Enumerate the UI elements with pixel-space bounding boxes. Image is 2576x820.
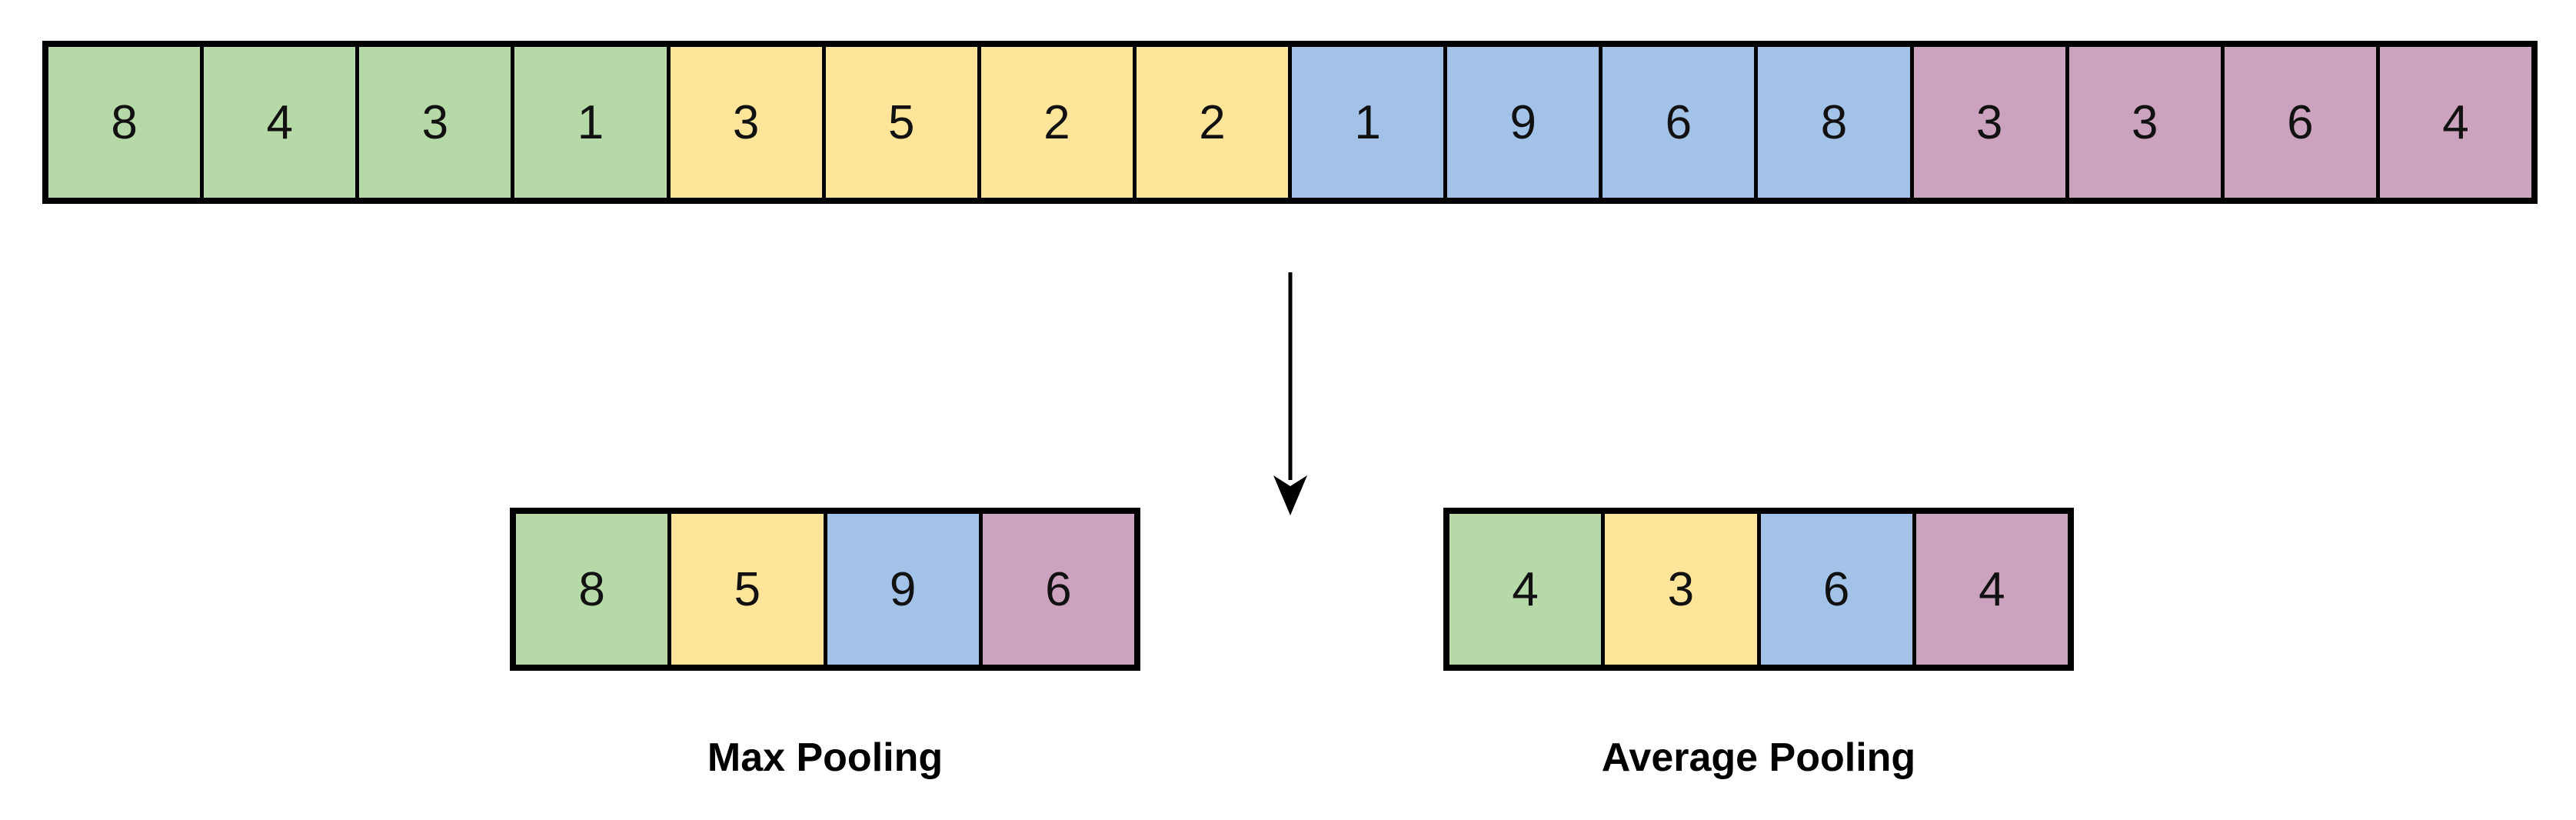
input-cell: 3 — [355, 47, 511, 198]
max-pooling-row: 8 5 9 6 — [510, 508, 1140, 671]
average-pooling-label: Average Pooling — [1601, 735, 1916, 780]
input-cell: 6 — [2220, 47, 2376, 198]
input-cell: 4 — [200, 47, 356, 198]
input-cell: 2 — [1132, 47, 1288, 198]
average-pooling-row: 4 3 6 4 — [1443, 508, 2074, 671]
input-cell: 6 — [1599, 47, 1755, 198]
input-cell: 1 — [1288, 47, 1444, 198]
input-cell: 2 — [977, 47, 1133, 198]
average-pooling-cell: 3 — [1601, 514, 1757, 665]
input-cell: 9 — [1443, 47, 1599, 198]
input-cell: 4 — [2375, 47, 2531, 198]
max-pooling-cell: 5 — [667, 514, 824, 665]
input-vector-row: 8 4 3 1 3 5 2 2 1 9 6 8 3 3 6 4 — [42, 41, 2538, 204]
down-arrow-icon — [1266, 271, 1315, 525]
max-pooling-label: Max Pooling — [707, 735, 944, 780]
average-pooling-cell: 4 — [1912, 514, 2068, 665]
input-cell: 8 — [1754, 47, 1910, 198]
max-pooling-cell: 9 — [823, 514, 979, 665]
input-cell: 5 — [821, 47, 977, 198]
input-cell: 3 — [1909, 47, 2065, 198]
average-pooling-cell: 6 — [1756, 514, 1912, 665]
max-pooling-cell: 8 — [516, 514, 668, 665]
max-pooling-cell: 6 — [978, 514, 1134, 665]
input-cell: 3 — [666, 47, 822, 198]
input-cell: 3 — [2065, 47, 2221, 198]
input-cell: 8 — [48, 47, 201, 198]
average-pooling-cell: 4 — [1449, 514, 1602, 665]
input-cell: 1 — [511, 47, 667, 198]
